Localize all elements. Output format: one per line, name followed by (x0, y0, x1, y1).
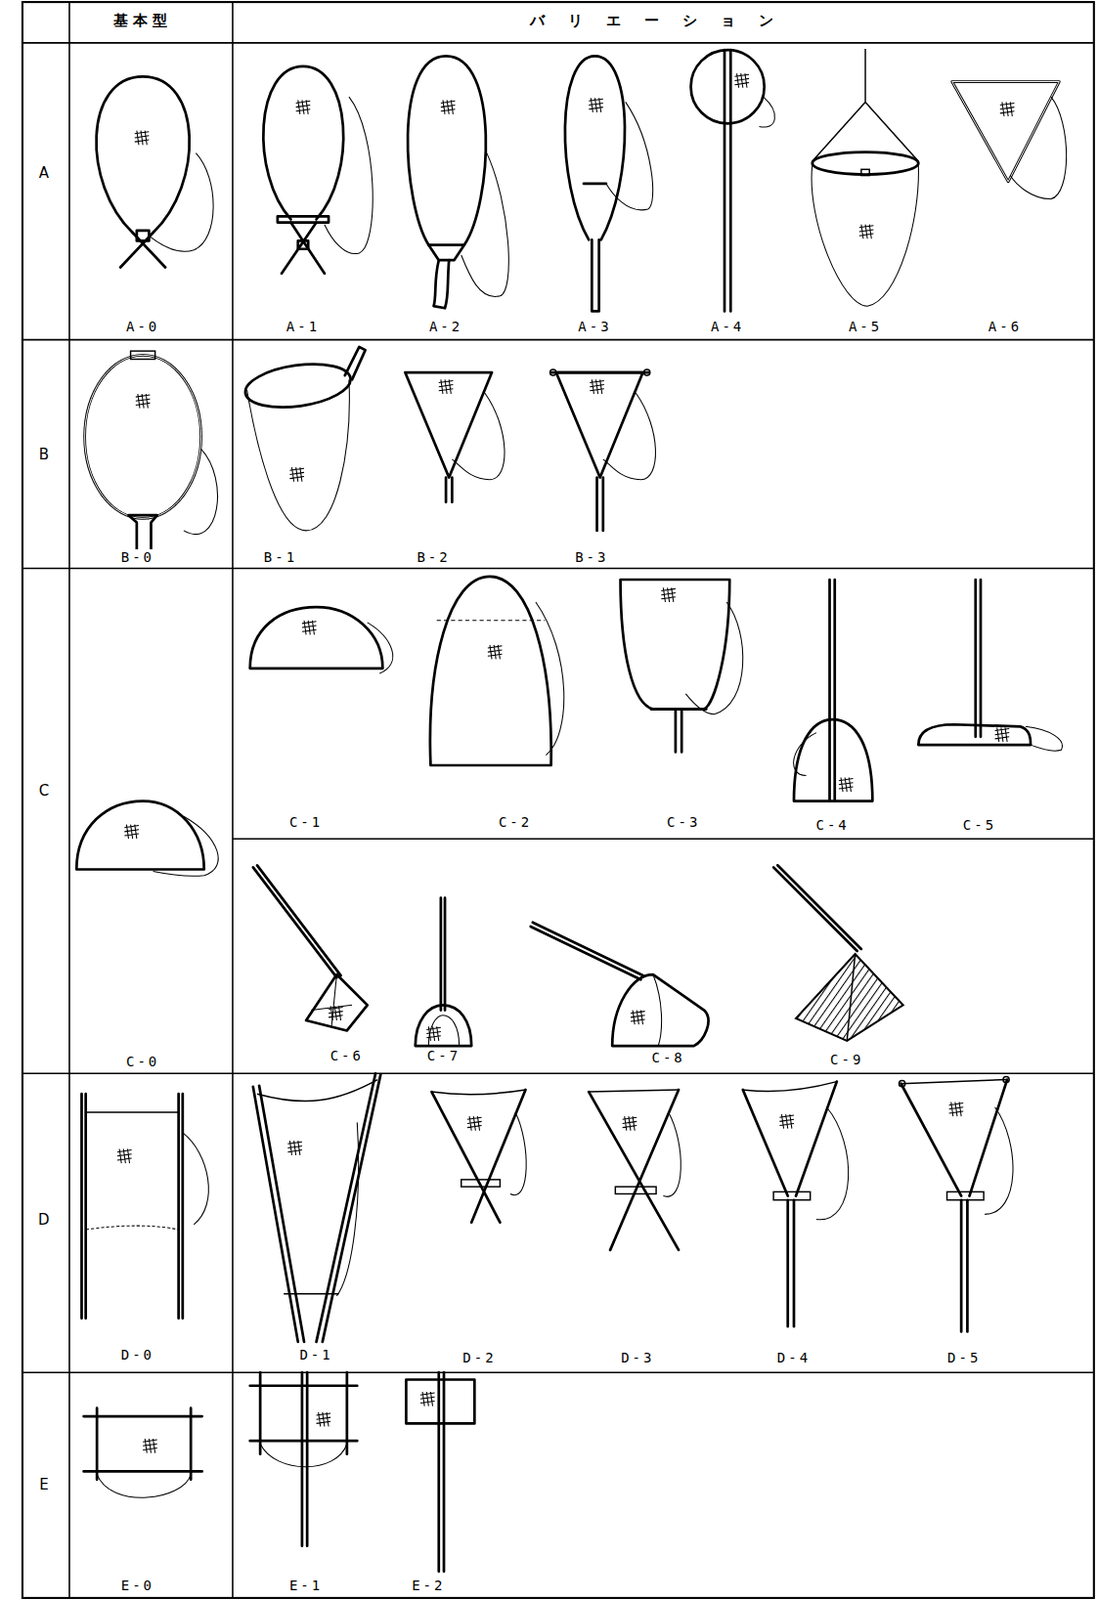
net-c1 (250, 607, 394, 674)
column-header: バリエーション (527, 11, 799, 29)
net-b2 (404, 372, 505, 503)
net-c4 (793, 579, 874, 802)
figure-caption: C-4 (813, 817, 851, 834)
net-b0 (85, 351, 219, 552)
net-c2 (430, 576, 565, 766)
net-d1 (253, 1073, 381, 1343)
net-d3 (588, 1090, 681, 1251)
table-grid (22, 1, 1095, 1599)
net-a4 (691, 49, 776, 311)
figure-caption: C-2 (496, 814, 534, 831)
net-c6 (253, 865, 368, 1031)
figure-caption: E-0 (119, 1578, 157, 1594)
figure-caption: B-1 (262, 549, 300, 566)
figure-caption: A-6 (986, 318, 1024, 335)
net-d0 (81, 1094, 209, 1319)
figure-caption: B-0 (119, 549, 157, 566)
row-letter: E (37, 1477, 50, 1494)
figure-caption: B-2 (414, 549, 452, 566)
figure-caption: C-0 (124, 1054, 162, 1070)
net-a2 (407, 55, 509, 308)
figure-caption: C-3 (664, 814, 703, 831)
figure-caption: E-1 (287, 1578, 325, 1594)
figure-caption: D-2 (460, 1350, 498, 1366)
figure-caption: D-0 (119, 1347, 157, 1363)
net-d2 (431, 1090, 527, 1224)
figure-caption: E-2 (409, 1578, 447, 1594)
figure-caption: C-6 (328, 1048, 366, 1064)
net-a6 (952, 82, 1067, 200)
row-letter: C (37, 783, 51, 800)
net-c5 (918, 579, 1062, 751)
net-a3 (565, 55, 654, 311)
net-a0 (95, 76, 214, 267)
figure-caption: C-5 (961, 817, 999, 834)
row-letter: D (36, 1211, 52, 1229)
figure-caption: D-3 (618, 1350, 657, 1366)
figure-caption: C-9 (828, 1052, 866, 1068)
figure-caption: A-1 (284, 318, 322, 335)
figure-caption: A-5 (846, 318, 884, 335)
figure-caption: A-2 (427, 318, 465, 335)
net-c8 (530, 922, 709, 1047)
figure-caption: C-7 (425, 1048, 463, 1064)
net-c3 (620, 579, 744, 752)
figure-caption: A-0 (124, 318, 162, 335)
figure-caption: A-4 (708, 318, 747, 335)
net-c9 (773, 865, 904, 1042)
net-a1 (263, 66, 373, 274)
figure-caption: D-5 (945, 1350, 983, 1366)
net-c7 (415, 898, 472, 1047)
row-letter: B (37, 445, 51, 463)
row-letter: A (37, 165, 51, 182)
figure-caption: B-3 (572, 549, 611, 566)
net-d4 (743, 1082, 849, 1328)
figure-caption: C-8 (649, 1050, 687, 1066)
net-e2 (405, 1372, 475, 1573)
net-a5 (811, 48, 919, 307)
column-header: 基本型 (111, 11, 175, 29)
net-b1 (242, 347, 366, 531)
figure-caption: A-3 (575, 318, 614, 335)
net-e0 (84, 1408, 203, 1499)
net-d5 (898, 1076, 1013, 1332)
figure-caption: D-1 (297, 1347, 335, 1363)
net-e1 (250, 1372, 358, 1546)
net-b3 (550, 369, 657, 531)
figure-caption: D-4 (775, 1350, 813, 1366)
figure-caption: C-1 (287, 814, 325, 831)
net-c0 (76, 801, 219, 878)
